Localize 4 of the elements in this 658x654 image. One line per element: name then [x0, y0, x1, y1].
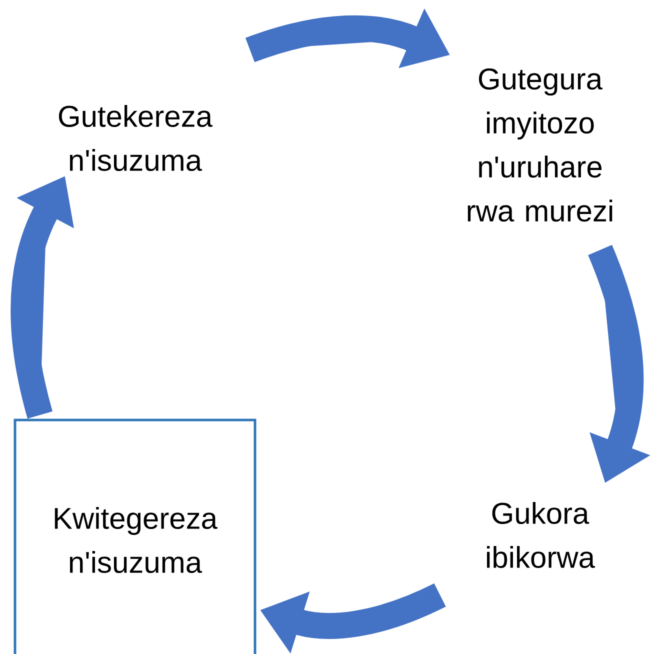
text-box: Kwitegereza n'isuzuma	[14, 418, 256, 654]
step-label: Gutegura imyitozo n'uruhare rwa murezi	[468, 68, 612, 222]
step-label: Gutekereza n'isuzuma	[58, 104, 213, 172]
step-label: Gukora ibikorwa	[487, 502, 595, 568]
